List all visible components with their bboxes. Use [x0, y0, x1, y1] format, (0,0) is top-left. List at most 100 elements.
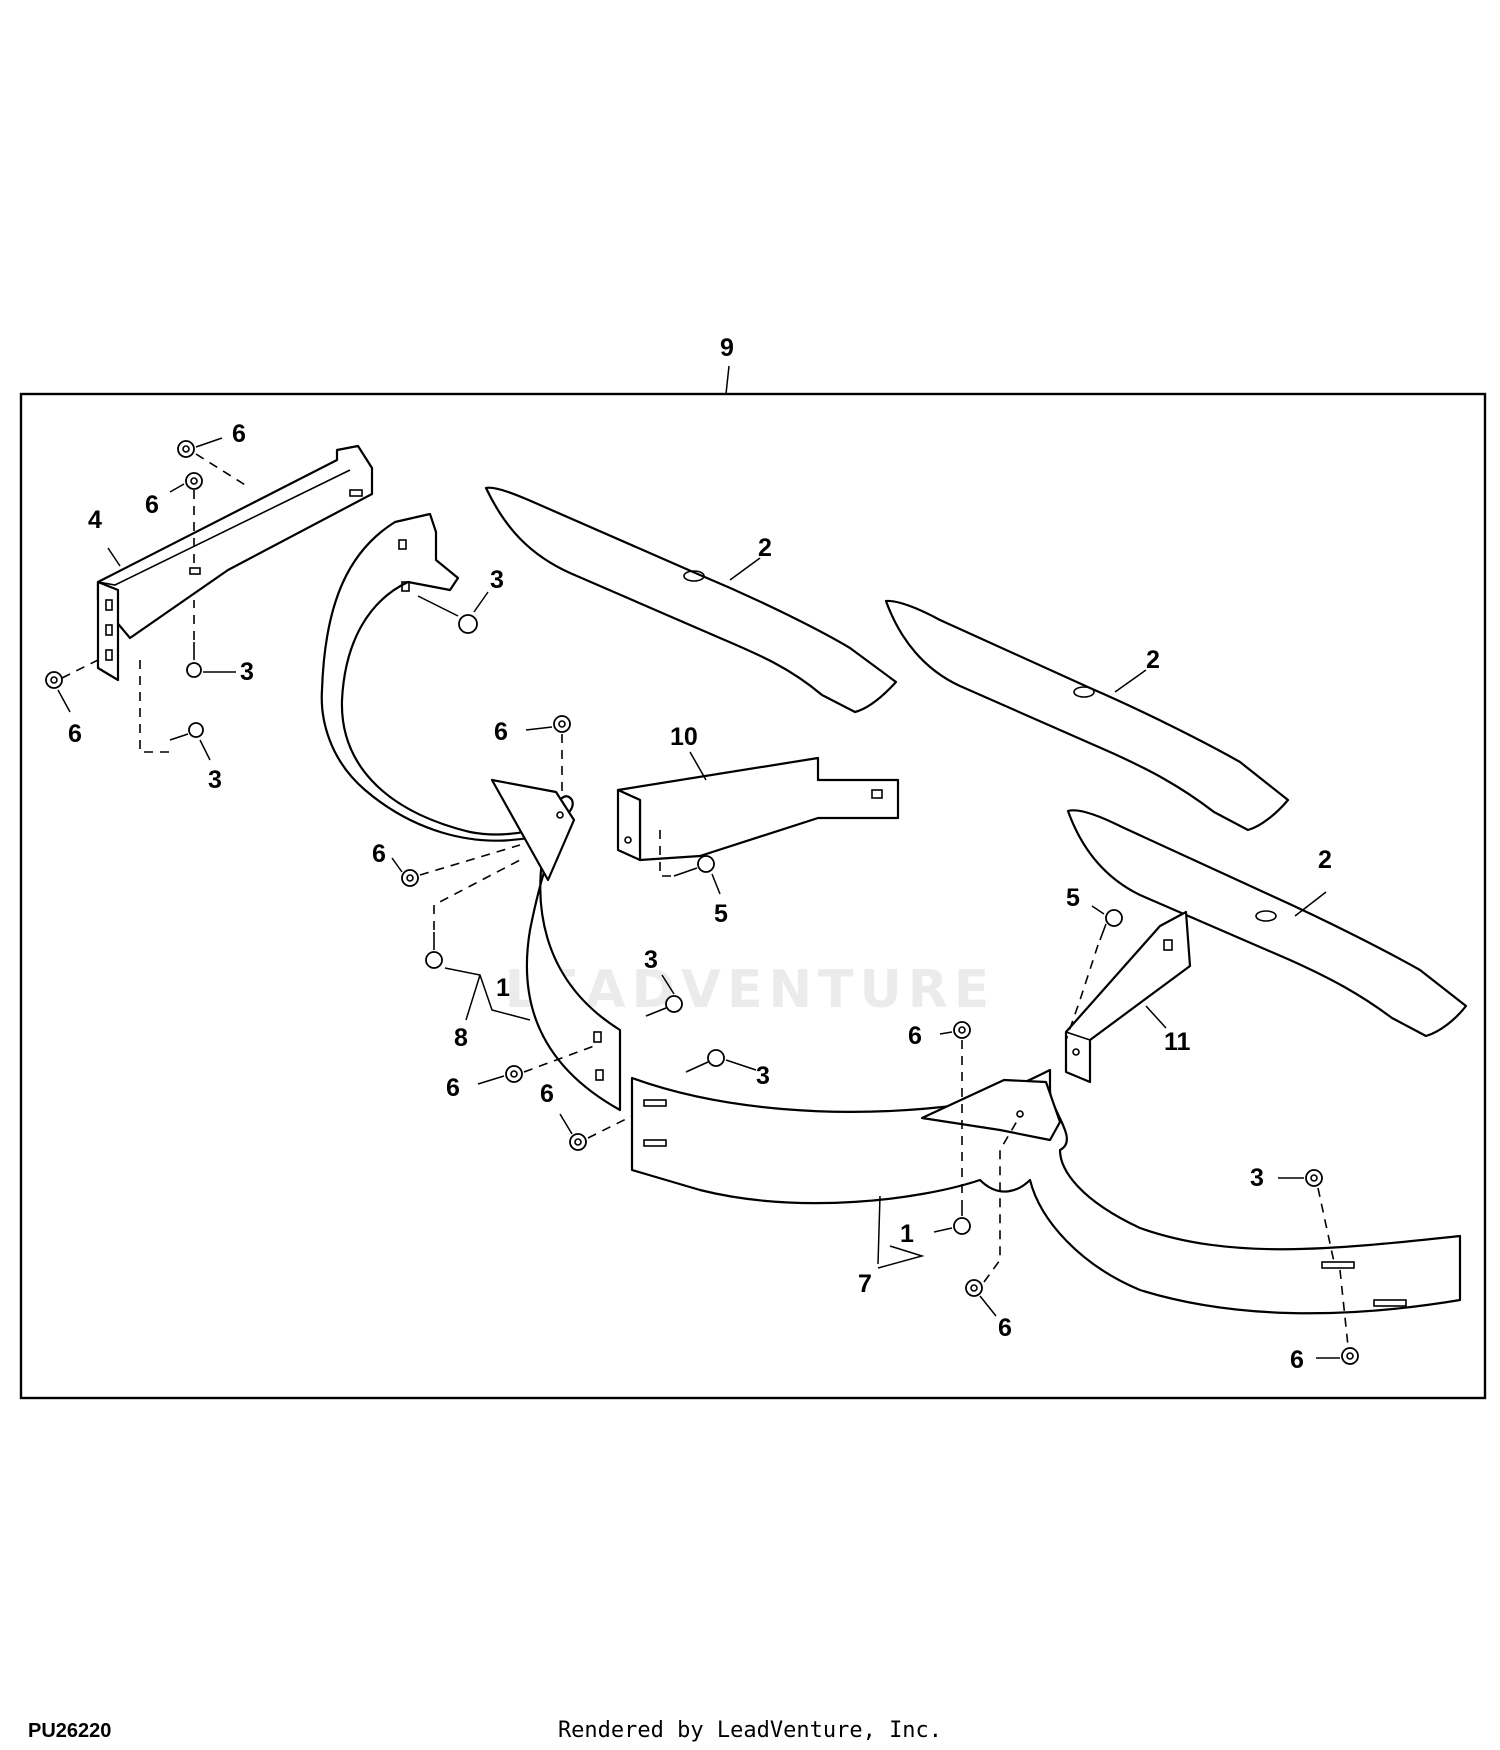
callout-1b: 1 — [900, 1220, 914, 1248]
callout-8: 8 — [454, 1024, 468, 1052]
leader-10 — [689, 751, 707, 781]
assembly-frame — [19, 392, 1487, 1400]
leader-1a — [444, 967, 531, 1021]
leader-2b — [1114, 669, 1147, 693]
nut-6-right-upper — [953, 1021, 971, 1039]
callout-6i: 6 — [998, 1314, 1012, 1342]
leader-6f — [477, 1075, 505, 1085]
callout-5b: 5 — [1066, 884, 1080, 912]
callout-4: 4 — [88, 506, 102, 534]
nut-6-mid-left — [401, 869, 419, 887]
leader-6c — [57, 689, 71, 713]
blade-2-top — [484, 486, 898, 714]
callout-2a: 2 — [758, 534, 772, 562]
nut-6-center — [553, 715, 571, 733]
leader-3c — [473, 591, 489, 613]
nut-6-lower-mid — [569, 1133, 587, 1151]
dash-bolt-1-left — [433, 859, 521, 930]
leader-1b — [933, 1227, 953, 1233]
leader-3e — [725, 1059, 757, 1071]
nut-3-far-right — [1305, 1169, 1323, 1187]
blade-2-middle — [884, 599, 1290, 832]
leader-2c — [1294, 891, 1327, 917]
leader-6a — [195, 437, 223, 448]
dash-nut-top — [195, 453, 251, 489]
bolt-5-center — [673, 855, 715, 877]
bracket-10 — [616, 756, 900, 862]
leader-6h — [939, 1031, 953, 1035]
nut-6-upper — [185, 472, 203, 490]
leader-4 — [107, 547, 121, 567]
dash-nut-mid-left — [419, 844, 521, 876]
callout-1a: 1 — [496, 974, 510, 1002]
dash-far-right-bottom — [1339, 1269, 1349, 1347]
callout-6c: 6 — [68, 720, 82, 748]
leader-2a — [729, 557, 761, 581]
leader-3c-line — [417, 595, 459, 617]
leader-6e — [391, 857, 403, 873]
blade-2-bottom — [1066, 809, 1468, 1038]
bolt-3-left — [186, 642, 202, 678]
callout-3c: 3 — [490, 566, 504, 594]
callout-3a: 3 — [240, 658, 254, 686]
callout-2b: 2 — [1146, 646, 1160, 674]
callout-6d: 6 — [494, 718, 508, 746]
leader-6g — [559, 1113, 573, 1135]
leader-8 — [465, 974, 481, 1021]
callout-7: 7 — [858, 1270, 872, 1298]
dash-far-right-top — [1317, 1187, 1335, 1263]
bolt-1-left — [425, 932, 443, 969]
bolt-3-baffle-top — [458, 614, 478, 634]
callout-2c: 2 — [1318, 846, 1332, 874]
leader-6d — [525, 726, 553, 731]
callout-6a: 6 — [232, 420, 246, 448]
callout-6f: 6 — [446, 1074, 460, 1102]
slot-baffle-8-b — [595, 1069, 604, 1081]
callout-5a: 5 — [714, 900, 728, 928]
callout-6e: 6 — [372, 840, 386, 868]
callout-3d: 3 — [644, 946, 658, 974]
bolt-3-mid2 — [685, 1049, 725, 1073]
callout-6j: 6 — [1290, 1346, 1304, 1374]
nut-6-right-lower — [965, 1279, 983, 1297]
leader-7 — [877, 1245, 925, 1269]
dash-bolt-5-center — [659, 830, 674, 877]
bolt-1-right — [953, 1200, 971, 1235]
figure-id: PU26220 — [28, 1720, 112, 1742]
baffle-8 — [320, 512, 622, 1112]
leader-3b — [199, 739, 211, 761]
callout-6g: 6 — [540, 1080, 554, 1108]
leader-6i — [979, 1295, 997, 1317]
bracket-11 — [1064, 910, 1192, 1084]
dash-nut-lower-left — [523, 1045, 595, 1073]
callout-10: 10 — [670, 723, 698, 751]
dash-bolt-5-right — [1065, 944, 1099, 1041]
nut-6-far-right — [1341, 1347, 1359, 1365]
callout-9: 9 — [720, 334, 734, 362]
leader-5b — [1091, 905, 1105, 915]
leader-5a — [711, 873, 721, 895]
nut-6-left — [45, 671, 63, 689]
nut-6-top — [177, 440, 195, 458]
bolt-3-mid — [645, 995, 683, 1017]
nut-6-lower-left — [505, 1065, 523, 1083]
callout-11: 11 — [1164, 1028, 1191, 1056]
bracket-4 — [96, 444, 374, 682]
callout-3f: 3 — [1250, 1164, 1264, 1192]
callout-3e: 3 — [756, 1062, 770, 1090]
callout-3b: 3 — [208, 766, 222, 794]
callout-6b: 6 — [145, 491, 159, 519]
bolt-3-lower-left — [169, 722, 204, 741]
leader-3d — [661, 974, 675, 995]
leader-7b — [877, 1195, 881, 1265]
callout-6h: 6 — [908, 1022, 922, 1050]
slot-baffle-8-a — [593, 1031, 602, 1043]
dash-bolt-lower-left — [139, 660, 170, 753]
dash-nut-right-lower — [983, 1115, 1021, 1283]
leader-6b — [169, 483, 185, 493]
center-plate — [490, 778, 576, 882]
leader-11 — [1145, 1005, 1167, 1029]
bolt-5-right — [1099, 909, 1123, 941]
leader-9 — [725, 365, 730, 395]
